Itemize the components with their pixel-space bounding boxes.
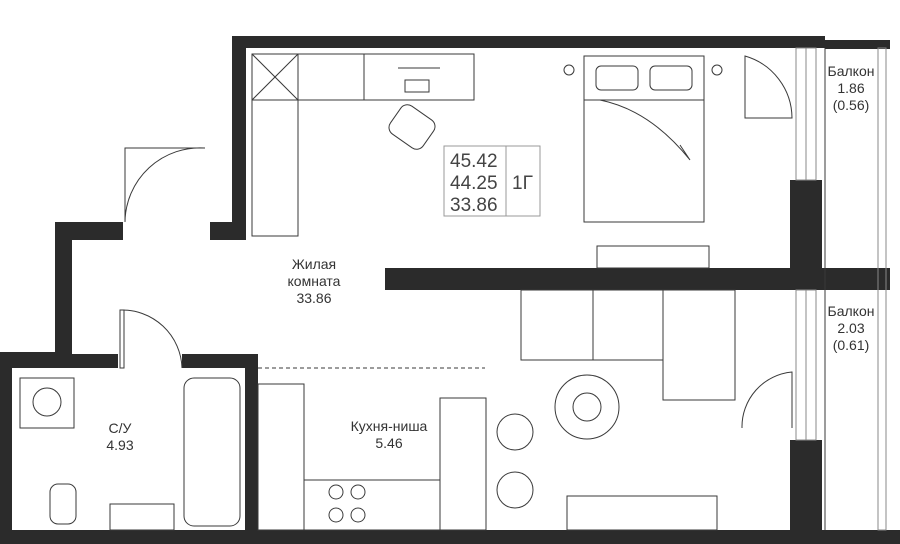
furniture	[19, 53, 736, 531]
sofa	[520, 289, 736, 401]
area-without-balcony: 44.25	[450, 173, 498, 194]
balcony-1-area: 1.86	[837, 80, 864, 96]
balcony-door-1[interactable]	[744, 55, 793, 119]
walls	[0, 36, 900, 544]
keyboard	[404, 79, 430, 93]
kitchen-area: 5.46	[375, 435, 402, 451]
stove	[303, 479, 441, 531]
pillow	[595, 65, 639, 91]
balcony-2-area: 2.03	[837, 320, 864, 336]
kitchen-name: Кухня-ниша	[351, 418, 428, 434]
bed	[583, 55, 705, 223]
fridge	[439, 397, 487, 531]
balcony-2-reduced: (0.61)	[833, 337, 870, 353]
balcony-1-reduced: (0.56)	[833, 97, 870, 113]
chair	[388, 104, 436, 150]
doors	[119, 55, 793, 429]
room-labels: Жилая комната 33.86 Кухня-ниша 5.46 С/У …	[106, 63, 874, 453]
bathroom-door[interactable]	[119, 309, 183, 369]
lamp	[711, 64, 723, 76]
balcony-door-2[interactable]	[741, 371, 793, 429]
bathroom-area: 4.93	[106, 437, 133, 453]
living-room-area: 33.86	[296, 290, 331, 306]
tv-stand	[596, 245, 710, 269]
bathroom-name: С/У	[109, 420, 132, 436]
bathtub	[183, 377, 241, 527]
round-table	[554, 374, 620, 440]
balcony-1-name: Балкон	[828, 63, 875, 79]
total-area: 45.42	[450, 151, 498, 172]
washer	[19, 377, 75, 429]
sink	[109, 503, 175, 531]
living-room-name-2: комната	[288, 273, 341, 289]
balcony-2-name: Балкон	[828, 303, 875, 319]
living-room-name: Жилая	[292, 256, 336, 272]
stool	[496, 413, 534, 451]
living-area: 33.86	[450, 195, 498, 216]
area-summary: 45.42 44.25 33.86 1Г	[443, 145, 541, 217]
wardrobe	[251, 53, 299, 237]
lamp	[563, 64, 575, 76]
toilet	[49, 483, 77, 525]
kitchen-counter	[257, 383, 305, 531]
desk	[363, 53, 475, 101]
apartment-type: 1Г	[512, 173, 533, 194]
stool	[496, 471, 534, 509]
windows	[795, 47, 887, 531]
entrance-door[interactable]	[124, 147, 206, 223]
tv-stand-2	[566, 495, 718, 531]
pillow	[649, 65, 693, 91]
